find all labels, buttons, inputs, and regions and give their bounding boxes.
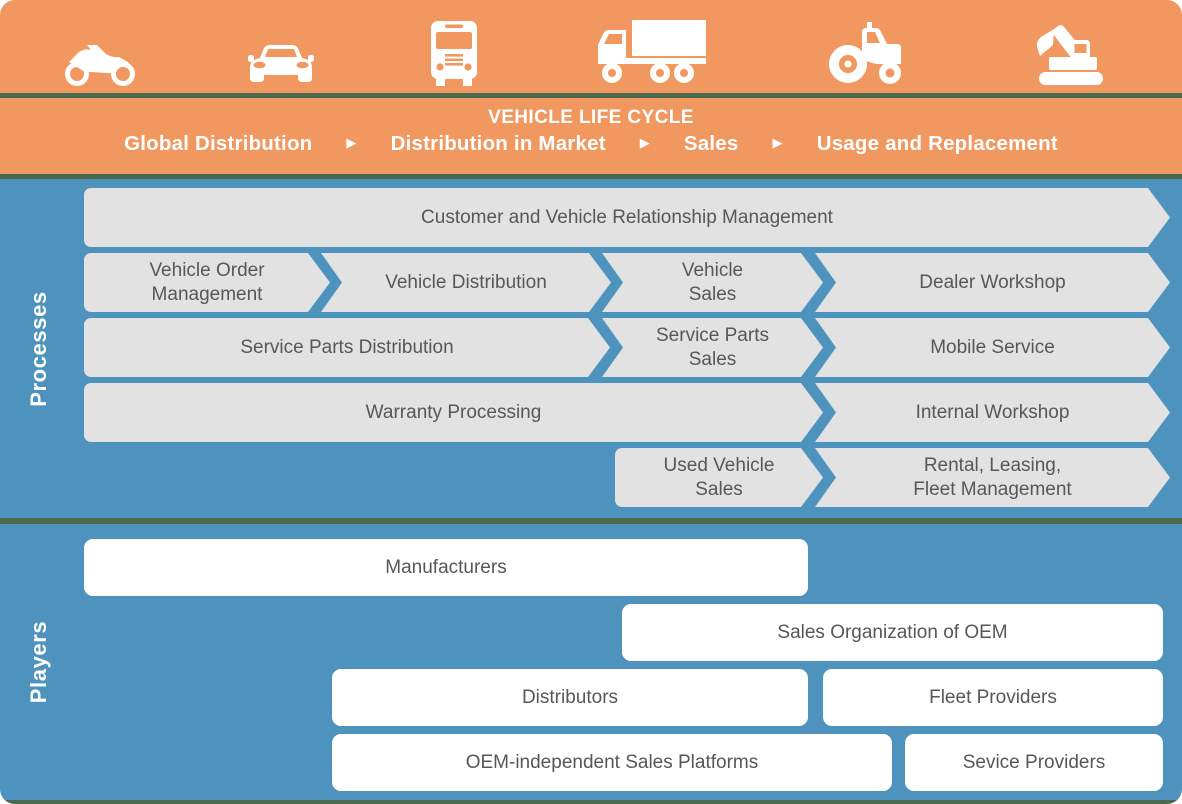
player-manufacturers: Manufacturers <box>84 539 808 596</box>
process-service-parts-sales: Service Parts Sales <box>602 318 823 377</box>
car-icon <box>248 42 314 86</box>
phase-arrow-icon: ▶ <box>346 135 357 151</box>
process-service-parts-distribution: Service Parts Distribution <box>84 318 610 377</box>
players-section: Players Manufacturers Sales Organization… <box>0 524 1182 800</box>
process-mobile-service: Mobile Service <box>815 318 1170 377</box>
process-customer-vehicle-relationship-management: Customer and Vehicle Relationship Manage… <box>84 188 1170 247</box>
process-internal-workshop: Internal Workshop <box>815 383 1170 442</box>
player-distributors: Distributors <box>332 669 808 726</box>
tractor-icon <box>826 22 906 86</box>
process-dealer-workshop: Dealer Workshop <box>815 253 1170 312</box>
phase-sales: Sales <box>683 132 739 155</box>
divider <box>0 93 1182 98</box>
truck-icon <box>596 18 708 86</box>
process-warranty-processing: Warranty Processing <box>84 383 823 442</box>
player-sevice-providers: Sevice Providers <box>905 734 1163 791</box>
phase-usage-and-replacement: Usage and Replacement <box>816 132 1058 155</box>
process-rental-leasing-fleet-management: Rental, Leasing, Fleet Management <box>815 448 1170 507</box>
player-sales-organization-of-oem: Sales Organization of OEM <box>622 604 1163 661</box>
vehicle-icons-band <box>0 0 1182 93</box>
lifecycle-phases: Global Distribution ▶ Distribution in Ma… <box>0 132 1182 156</box>
divider <box>0 174 1182 179</box>
motorcycle-icon <box>63 42 137 86</box>
processes-section: Processes Customer and Vehicle Relations… <box>0 179 1182 518</box>
lifecycle-band: VEHICLE LIFE CYCLE Global Distribution ▶… <box>0 98 1182 174</box>
process-vehicle-sales: Vehicle Sales <box>602 253 823 312</box>
excavator-icon <box>1023 24 1115 86</box>
phase-arrow-icon: ▶ <box>772 135 783 151</box>
phase-distribution-in-market: Distribution in Market <box>390 132 606 155</box>
process-vehicle-distribution: Vehicle Distribution <box>321 253 611 312</box>
processes-label: Processes <box>26 290 51 407</box>
bus-icon <box>430 20 478 86</box>
process-vehicle-order-management: Vehicle Order Management <box>84 253 330 312</box>
player-oem-independent-sales-platforms: OEM-independent Sales Platforms <box>332 734 892 791</box>
player-fleet-providers: Fleet Providers <box>823 669 1163 726</box>
divider <box>0 518 1182 524</box>
players-label: Players <box>26 620 51 704</box>
phase-global-distribution: Global Distribution <box>124 132 313 155</box>
lifecycle-title: VEHICLE LIFE CYCLE <box>488 107 694 128</box>
phase-arrow-icon: ▶ <box>639 135 650 151</box>
bottom-border <box>0 800 1182 804</box>
process-used-vehicle-sales: Used Vehicle Sales <box>615 448 823 507</box>
